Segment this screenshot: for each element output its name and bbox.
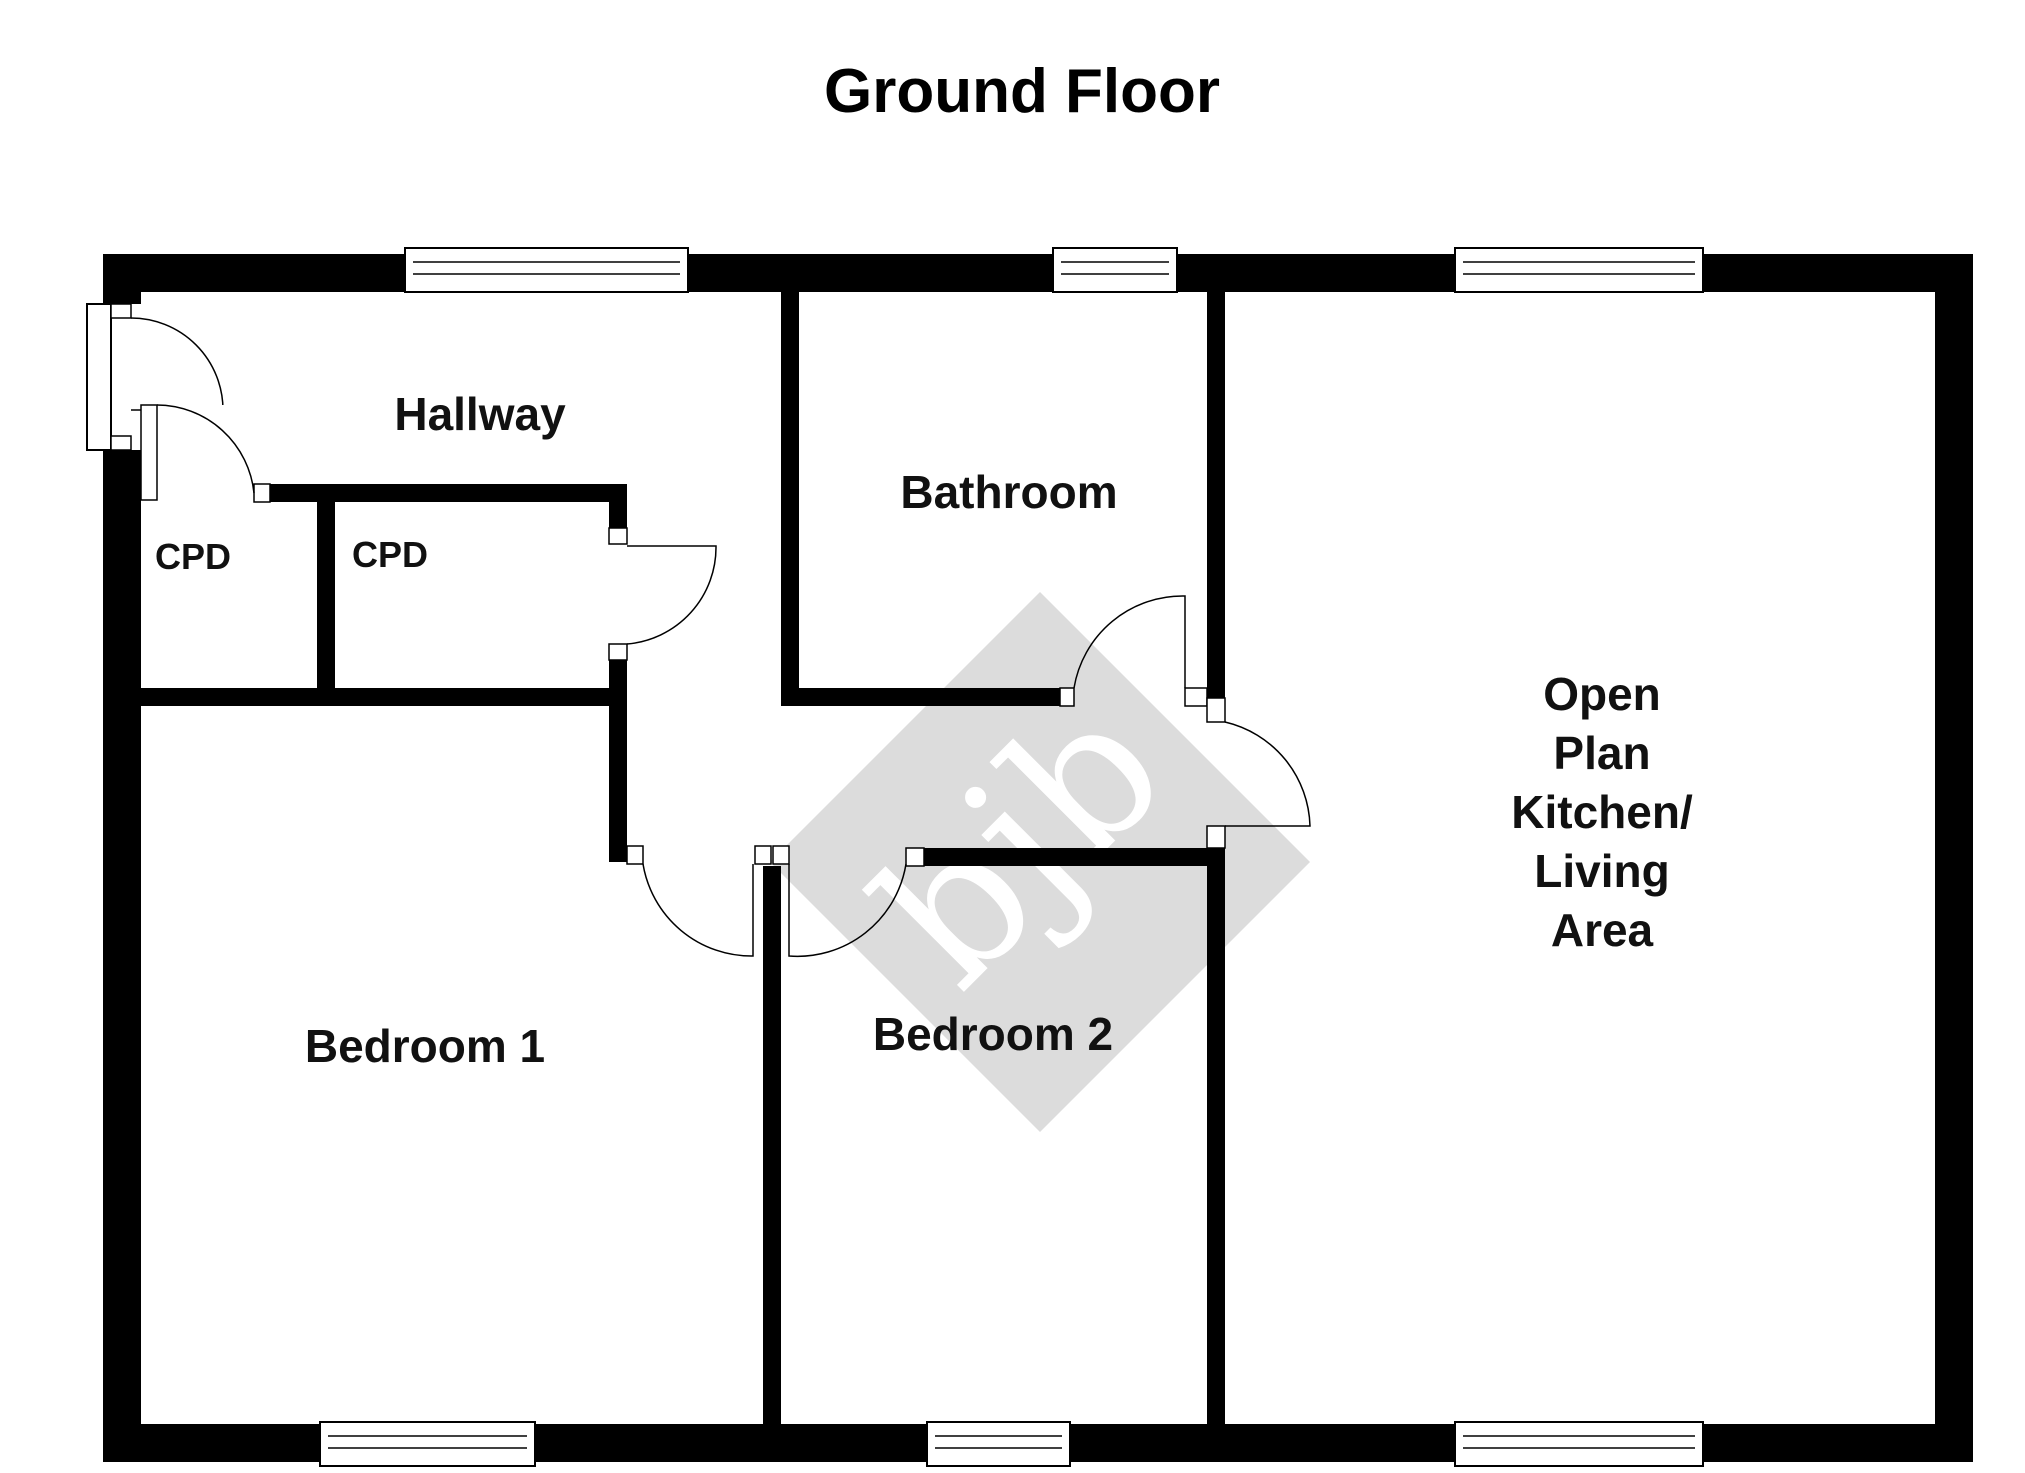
open-plan-line-2: Plan [1553,727,1650,779]
doors [86,303,1311,958]
windows [319,247,1704,1467]
walls [103,254,1973,1462]
open-plan-line-3: Kitchen/ [1511,786,1693,838]
room-label-bedroom-2: Bedroom 2 [873,1008,1113,1060]
room-label-bedroom-1: Bedroom 1 [305,1020,545,1072]
room-label-hallway: Hallway [394,388,566,440]
room-label-bathroom: Bathroom [900,466,1117,518]
open-plan-line-5: Area [1551,904,1654,956]
floor-title: Ground Floor [824,57,1220,126]
room-label-open-plan: Open Plan Kitchen/ Living Area [1511,668,1693,956]
room-label-cpd-2: CPD [352,534,428,575]
open-plan-line-4: Living [1534,845,1669,897]
open-plan-line-1: Open [1543,668,1661,720]
room-label-cpd-1: CPD [155,536,231,577]
